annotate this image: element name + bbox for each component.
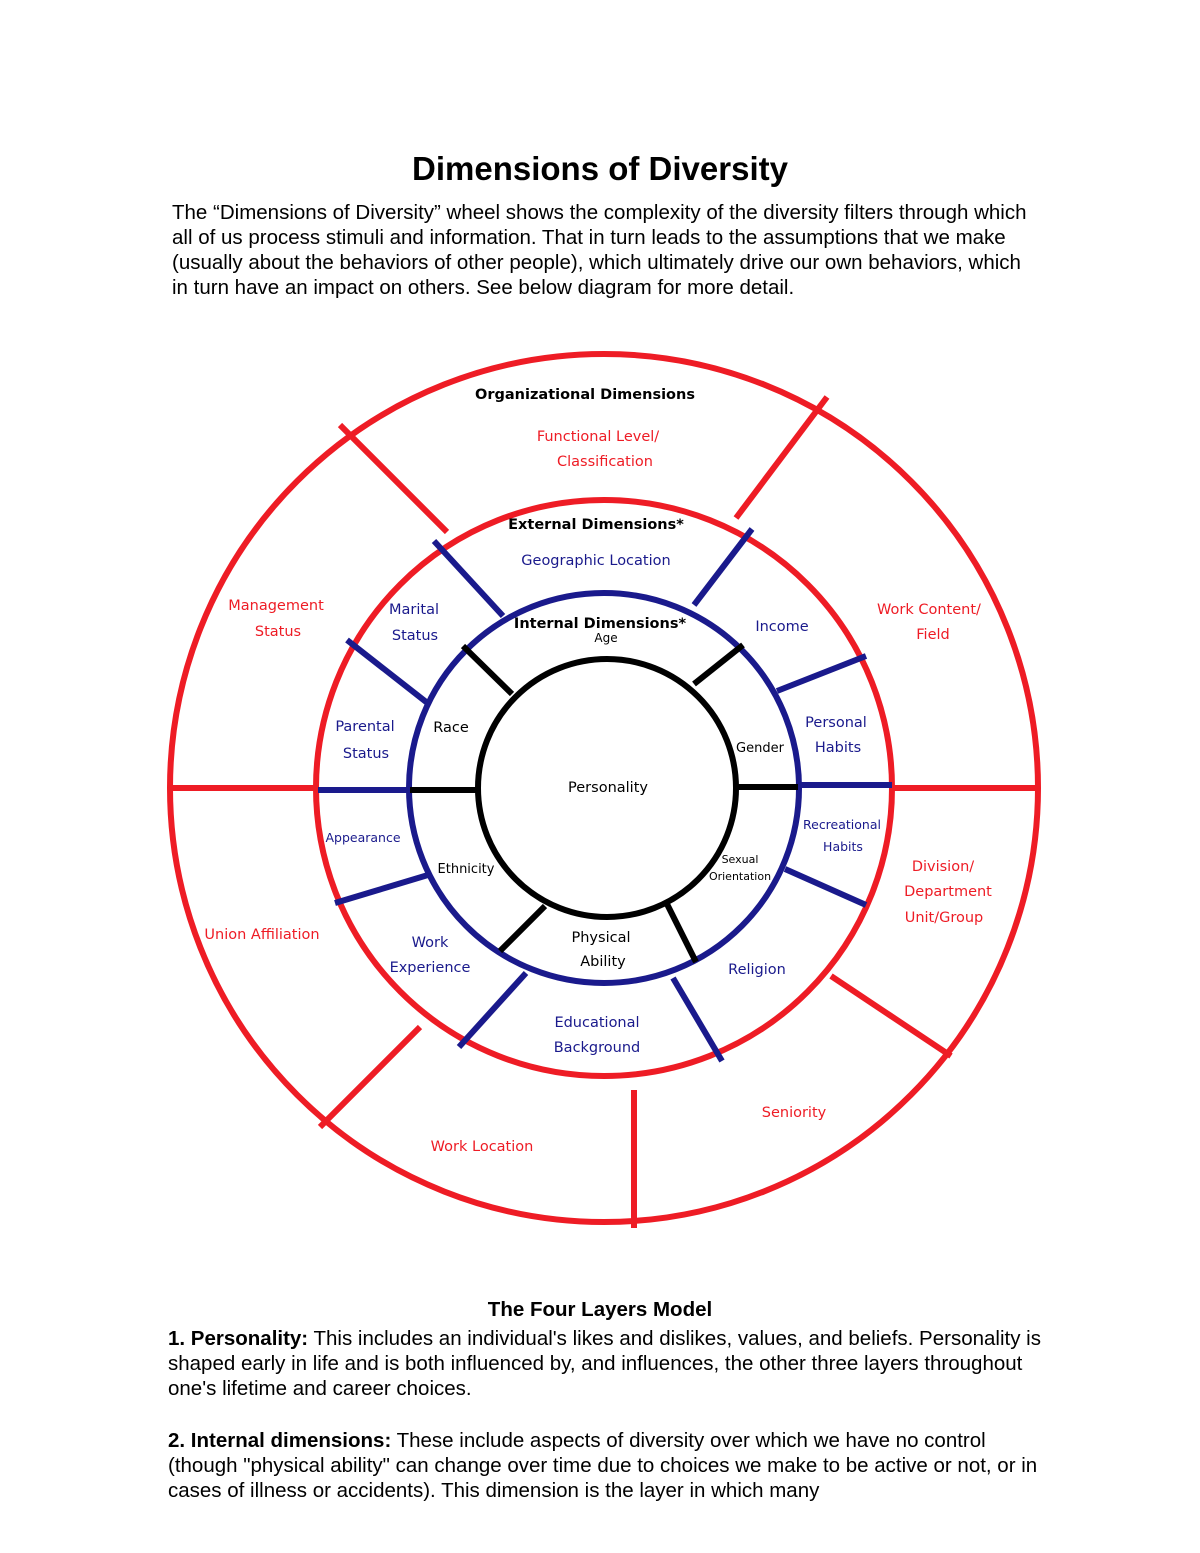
model-item-personality: 1. Personality: This includes an individ… — [168, 1326, 1048, 1401]
division-label-3: Unit/Group — [905, 910, 984, 926]
ethnicity-label: Ethnicity — [438, 862, 495, 877]
recreational-habits-label-2: Habits — [823, 839, 863, 854]
geographic-location-label: Geographic Location — [521, 553, 670, 569]
item1-label: 1. Personality: — [168, 1327, 309, 1350]
educational-background-label-1: Educational — [554, 1015, 639, 1031]
sexual-orientation-label-2: Orientation — [709, 870, 771, 883]
physical-ability-label-2: Ability — [580, 954, 626, 970]
item2-label: 2. Internal dimensions: — [168, 1429, 392, 1452]
organizational-heading: Organizational Dimensions — [475, 387, 695, 403]
division-label-1: Division/ — [912, 859, 974, 875]
item2-text: These include aspects of diversity over … — [168, 1429, 1038, 1502]
external-dividers — [318, 527, 892, 1063]
work-content-label-2: Field — [916, 627, 949, 643]
age-label: Age — [594, 631, 617, 645]
organizational-dividers — [170, 395, 1038, 1228]
work-content-label-1: Work Content/ — [877, 602, 981, 618]
physical-ability-label-1: Physical — [572, 930, 631, 946]
personal-habits-label-2: Habits — [815, 740, 861, 756]
page-title: Dimensions of Diversity — [412, 150, 788, 187]
personality-label: Personality — [568, 780, 648, 796]
item1-text: This includes an individual's likes and … — [168, 1327, 1041, 1400]
personality-core — [475, 656, 739, 920]
parental-status-label-1: Parental — [335, 719, 394, 735]
management-status-label-2: Status — [255, 624, 301, 640]
appearance-label: Appearance — [325, 830, 400, 845]
marital-status-label-2: Status — [392, 628, 438, 644]
work-location-label: Work Location — [431, 1139, 534, 1155]
external-heading: External Dimensions* — [508, 517, 684, 533]
intro-paragraph: The “Dimensions of Diversity” wheel show… — [172, 201, 1027, 299]
diversity-wheel-diagram: Organizational Dimensions Functional Lev… — [167, 351, 1041, 1228]
union-affiliation-label: Union Affiliation — [204, 927, 319, 943]
management-status-label-1: Management — [228, 598, 324, 614]
functional-level-label-2: Classification — [557, 454, 653, 470]
division-label-2: Department — [904, 884, 992, 900]
functional-level-label-1: Functional Level/ — [537, 429, 659, 445]
internal-dividers — [410, 642, 798, 964]
parental-status-label-2: Status — [343, 746, 389, 762]
educational-background-label-2: Background — [554, 1040, 641, 1056]
recreational-habits-label-1: Recreational — [803, 817, 881, 832]
model-item-internal: 2. Internal dimensions: These include as… — [168, 1428, 1048, 1503]
marital-status-label-1: Marital — [389, 602, 439, 618]
internal-heading: Internal Dimensions* — [514, 616, 687, 632]
work-experience-label-1: Work — [412, 935, 449, 951]
seniority-label: Seniority — [762, 1105, 827, 1121]
religion-label: Religion — [728, 962, 786, 978]
personal-habits-label-1: Personal — [805, 715, 867, 731]
gender-label: Gender — [736, 741, 785, 756]
four-layers-model-title: The Four Layers Model — [487, 1298, 713, 1321]
work-experience-label-2: Experience — [390, 960, 471, 976]
sexual-orientation-label-1: Sexual — [722, 853, 759, 866]
income-label: Income — [755, 619, 808, 635]
race-label: Race — [433, 720, 469, 736]
